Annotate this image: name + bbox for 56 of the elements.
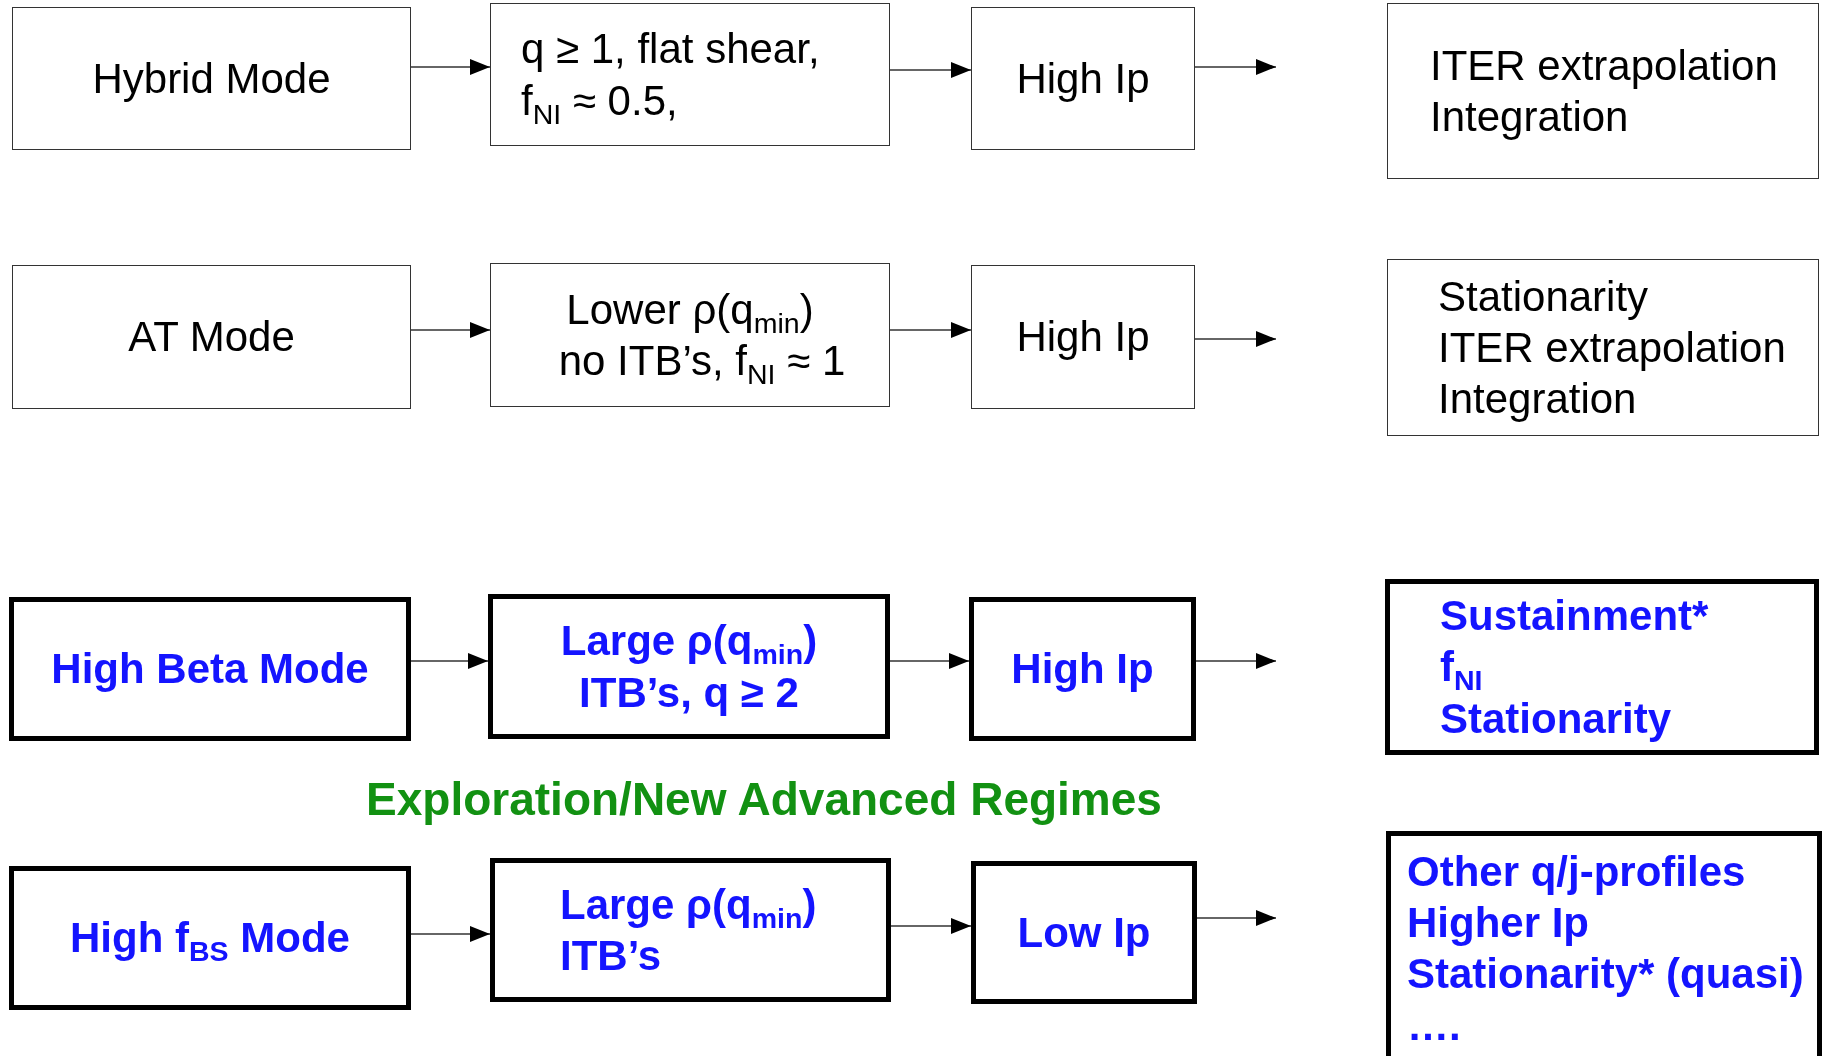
node-text: Other q/j-profiles xyxy=(1407,847,1746,897)
process-box xyxy=(12,265,411,409)
process-box xyxy=(9,597,411,741)
node-text: Hybrid Mode xyxy=(92,53,331,104)
arrow xyxy=(410,653,489,669)
node-text: no ITB’s, f$_{NI}$ ≈ 1 xyxy=(557,336,846,387)
process-box xyxy=(971,7,1195,150)
process-box xyxy=(1385,579,1819,755)
process-box xyxy=(1386,831,1822,1056)
node-text: High Ip xyxy=(1011,644,1154,695)
node-text: High f$_{BS}$ Mode xyxy=(70,913,350,964)
arrow xyxy=(890,918,972,934)
node-text: High Ip xyxy=(1016,53,1150,104)
process-box xyxy=(9,866,411,1010)
node-text: AT Mode xyxy=(128,312,295,363)
process-box xyxy=(1387,259,1819,436)
process-box xyxy=(971,861,1197,1004)
node-text: Integration xyxy=(1438,374,1637,425)
node-text: Integration xyxy=(1430,92,1629,142)
node-text: Large ρ(q$_{min}$) xyxy=(560,616,818,667)
node-text: Stationarity xyxy=(1440,693,1672,744)
node-text: ITB’s xyxy=(560,931,662,981)
process-box xyxy=(969,597,1196,741)
node-text: Stationarity* (quasi) xyxy=(1407,949,1804,1000)
process-box xyxy=(488,594,890,739)
process-box xyxy=(1387,3,1819,179)
node-text: Low Ip xyxy=(1017,907,1151,958)
node-text: Sustainment* xyxy=(1440,591,1709,642)
process-box xyxy=(490,3,890,146)
arrow xyxy=(889,322,972,338)
process-box xyxy=(490,263,890,407)
node-text: High Beta Mode xyxy=(51,644,369,695)
arrow xyxy=(889,653,970,669)
node-text: f$_{NI}$ xyxy=(1440,642,1483,693)
node-text: Stationarity xyxy=(1438,271,1649,322)
node-text: High Ip xyxy=(1016,312,1150,363)
arrow xyxy=(1195,653,1277,669)
arrow xyxy=(410,322,491,338)
arrow xyxy=(1196,910,1277,926)
section-heading: Exploration/New Advanced Regimes xyxy=(366,772,1162,826)
node-text: ITER extrapolation xyxy=(1438,322,1786,373)
process-box xyxy=(12,7,411,150)
node-text: Higher Ip xyxy=(1407,898,1589,949)
arrow xyxy=(410,59,491,75)
arrow xyxy=(889,62,972,78)
node-text: ITER extrapolation xyxy=(1430,40,1778,91)
process-box xyxy=(971,265,1195,409)
node-text: …. xyxy=(1407,1000,1461,1051)
process-box xyxy=(490,858,891,1002)
node-text: ITB’s, q ≥ 2 xyxy=(579,667,799,718)
node-text: Lower ρ(q$_{min}$) xyxy=(566,284,814,335)
arrow xyxy=(410,926,491,942)
arrow xyxy=(1194,59,1277,75)
node-text: Large ρ(q$_{min}$) xyxy=(560,879,817,930)
node-text: q ≥ 1, flat shear, f$_{NI}$ ≈ 0.5, xyxy=(521,24,821,126)
arrow xyxy=(1194,331,1277,347)
